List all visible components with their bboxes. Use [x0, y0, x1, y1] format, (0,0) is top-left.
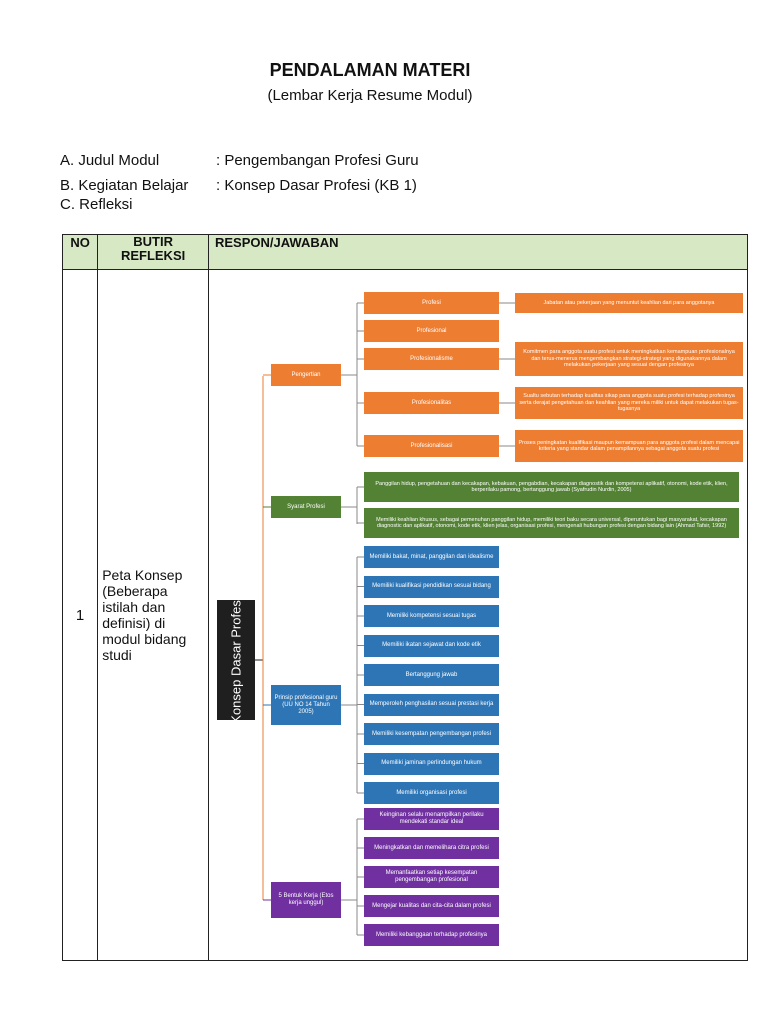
kegiatan-label: B. Kegiatan Belajar [60, 177, 189, 194]
header-butir-text: BUTIR REFLEKSI [120, 234, 186, 263]
root-node: Konsep Dasar Profesi [217, 596, 255, 724]
prinsip-item-6: Memperoleh penghasilan sesuai prestasi k… [364, 693, 499, 716]
row-butir: Peta Konsep (Beberapa istilah dan defini… [97, 269, 209, 961]
category-pengertian: Pengertian [271, 364, 341, 386]
header-respon: RESPON/JAWABAN [208, 234, 748, 270]
meta-kegiatan: B. Kegiatan Belajar : Konsep Dasar Profes… [60, 177, 417, 194]
category-prinsip: Prinsip profesional guru (UU NO 14 Tahun… [271, 685, 341, 725]
prinsip-item-3: Memiliki kompetensi sesuai tugas [364, 605, 499, 627]
etos-item-3: Memanfaatkan setiap kesempatan pengemban… [364, 866, 499, 888]
prinsip-item-9: Memiliki organisasi profesi [364, 782, 499, 804]
term-4: Profesionalitas [364, 392, 499, 414]
prinsip-item-2: Memiliki kualifikasi pendidikan sesuai b… [364, 575, 499, 598]
connector-lines [255, 302, 515, 936]
root-label: Konsep Dasar Profesi [228, 596, 244, 724]
table-row: 1 Peta Konsep (Beberapa istilah dan defi… [61, 269, 748, 961]
page-subtitle: (Lembar Kerja Resume Modul) [267, 87, 473, 104]
row-number: 1 [61, 269, 99, 961]
term-5: Profesionalisasi [364, 435, 499, 457]
term-1: Profesi [364, 292, 499, 314]
term-2: Profesional [364, 320, 499, 342]
definition-3: Komitmen para anggota suatu profesi untu… [515, 342, 743, 376]
definition-5: Proses peningkatan kualifikasi maupun ke… [515, 430, 743, 462]
header-butir: BUTIR REFLEKSI [97, 234, 209, 270]
page-title: PENDALAMAN MATERI [269, 60, 471, 80]
term-3: Profesionalisme [364, 348, 499, 370]
prinsip-item-7: Memiliki kesempatan pengembangan profesi [364, 723, 499, 745]
prinsip-item-1: Memiliki bakat, minat, panggilan dan ide… [364, 546, 499, 568]
reflection-table: NO BUTIR REFLEKSI RESPON/JAWABAN 1 Peta … [61, 234, 748, 961]
prinsip-item-5: Bertanggung jawab [364, 664, 499, 686]
meta-judul: A. Judul Modul : Pengembangan Profesi Gur… [60, 152, 419, 169]
definition-1: Jabatan atau pekerjaan yang menuntut kea… [515, 293, 743, 313]
category-syarat: Syarat Profesi [271, 496, 341, 518]
judul-value: : Pengembangan Profesi Guru [216, 152, 419, 169]
judul-label: A. Judul Modul [60, 152, 160, 169]
etos-item-5: Memiliki kebanggaan terhadap profesinya [364, 924, 499, 946]
etos-item-1: Keinginan selalu menampilkan perilaku me… [364, 808, 499, 830]
definition-4: Sualtu sebutan terhadap kualitas sikap p… [515, 387, 743, 419]
etos-item-2: Meningkatkan dan memelihara citra profes… [364, 837, 499, 859]
meta-refleksi: C. Refleksi [60, 196, 133, 213]
prinsip-item-4: Memiliki ikatan sejawat dan kode etik [364, 634, 499, 657]
kegiatan-value: : Konsep Dasar Profesi (KB 1) [216, 177, 417, 194]
row-butir-text: Peta Konsep (Beberapa istilah dan defini… [102, 567, 187, 663]
prinsip-item-8: Memiliki jaminan perlindungan hukum [364, 752, 499, 775]
table-header-row: NO BUTIR REFLEKSI RESPON/JAWABAN [61, 234, 748, 270]
etos-item-4: Mengejar kualitas dan cita-cita dalam pr… [364, 895, 499, 917]
category-etos: 5 Bentuk Kerja (Etos kerja unggul) [271, 882, 341, 918]
header-no: NO [61, 234, 99, 270]
syarat-item-2: Memiliki keahlian khusus, sebagai pemenu… [364, 508, 739, 538]
syarat-item-1: Panggilan hidup, pengetahuan dan kecakap… [364, 472, 739, 502]
